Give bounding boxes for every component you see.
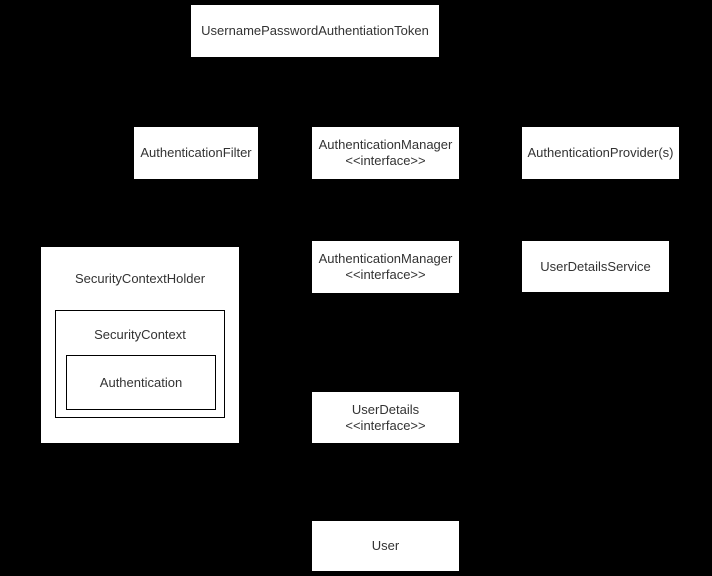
node-label: AuthenticationProvider(s) <box>527 145 674 160</box>
node-security-context: SecurityContext Authentication <box>55 310 225 418</box>
node-authentication-manager-interface-upper: AuthenticationManager <<interface>> <box>311 126 460 180</box>
node-security-context-holder: SecurityContextHolder SecurityContext Au… <box>40 246 240 444</box>
node-stereotype: <<interface>> <box>345 417 426 433</box>
node-user: User <box>311 520 460 572</box>
node-stereotype: <<interface>> <box>345 267 426 282</box>
node-label: UserDetailsService <box>540 258 651 274</box>
node-label: User <box>371 538 400 553</box>
node-authentication: Authentication <box>66 355 216 410</box>
node-label: SecurityContextHolder <box>74 271 206 286</box>
node-username-password-authentiation-token: UsernamePasswordAuthentiationToken <box>190 4 440 58</box>
node-label: Authentication <box>99 374 183 390</box>
node-label: UserDetails <box>351 401 420 417</box>
node-label: UsernamePasswordAuthentiationToken <box>201 23 429 38</box>
node-label: AuthenticationManager <box>318 137 453 152</box>
node-authentication-providers: AuthenticationProvider(s) <box>521 126 680 180</box>
node-label: AuthenticationFilter <box>140 145 252 160</box>
node-user-details-interface: UserDetails <<interface>> <box>311 391 460 444</box>
node-authentication-filter: AuthenticationFilter <box>133 126 259 180</box>
node-stereotype: <<interface>> <box>345 153 426 168</box>
node-user-details-service: UserDetailsService <box>521 240 670 293</box>
node-authentication-manager-interface-lower: AuthenticationManager <<interface>> <box>311 240 460 294</box>
node-label: SecurityContext <box>94 327 186 342</box>
node-label: AuthenticationManager <box>318 251 453 266</box>
